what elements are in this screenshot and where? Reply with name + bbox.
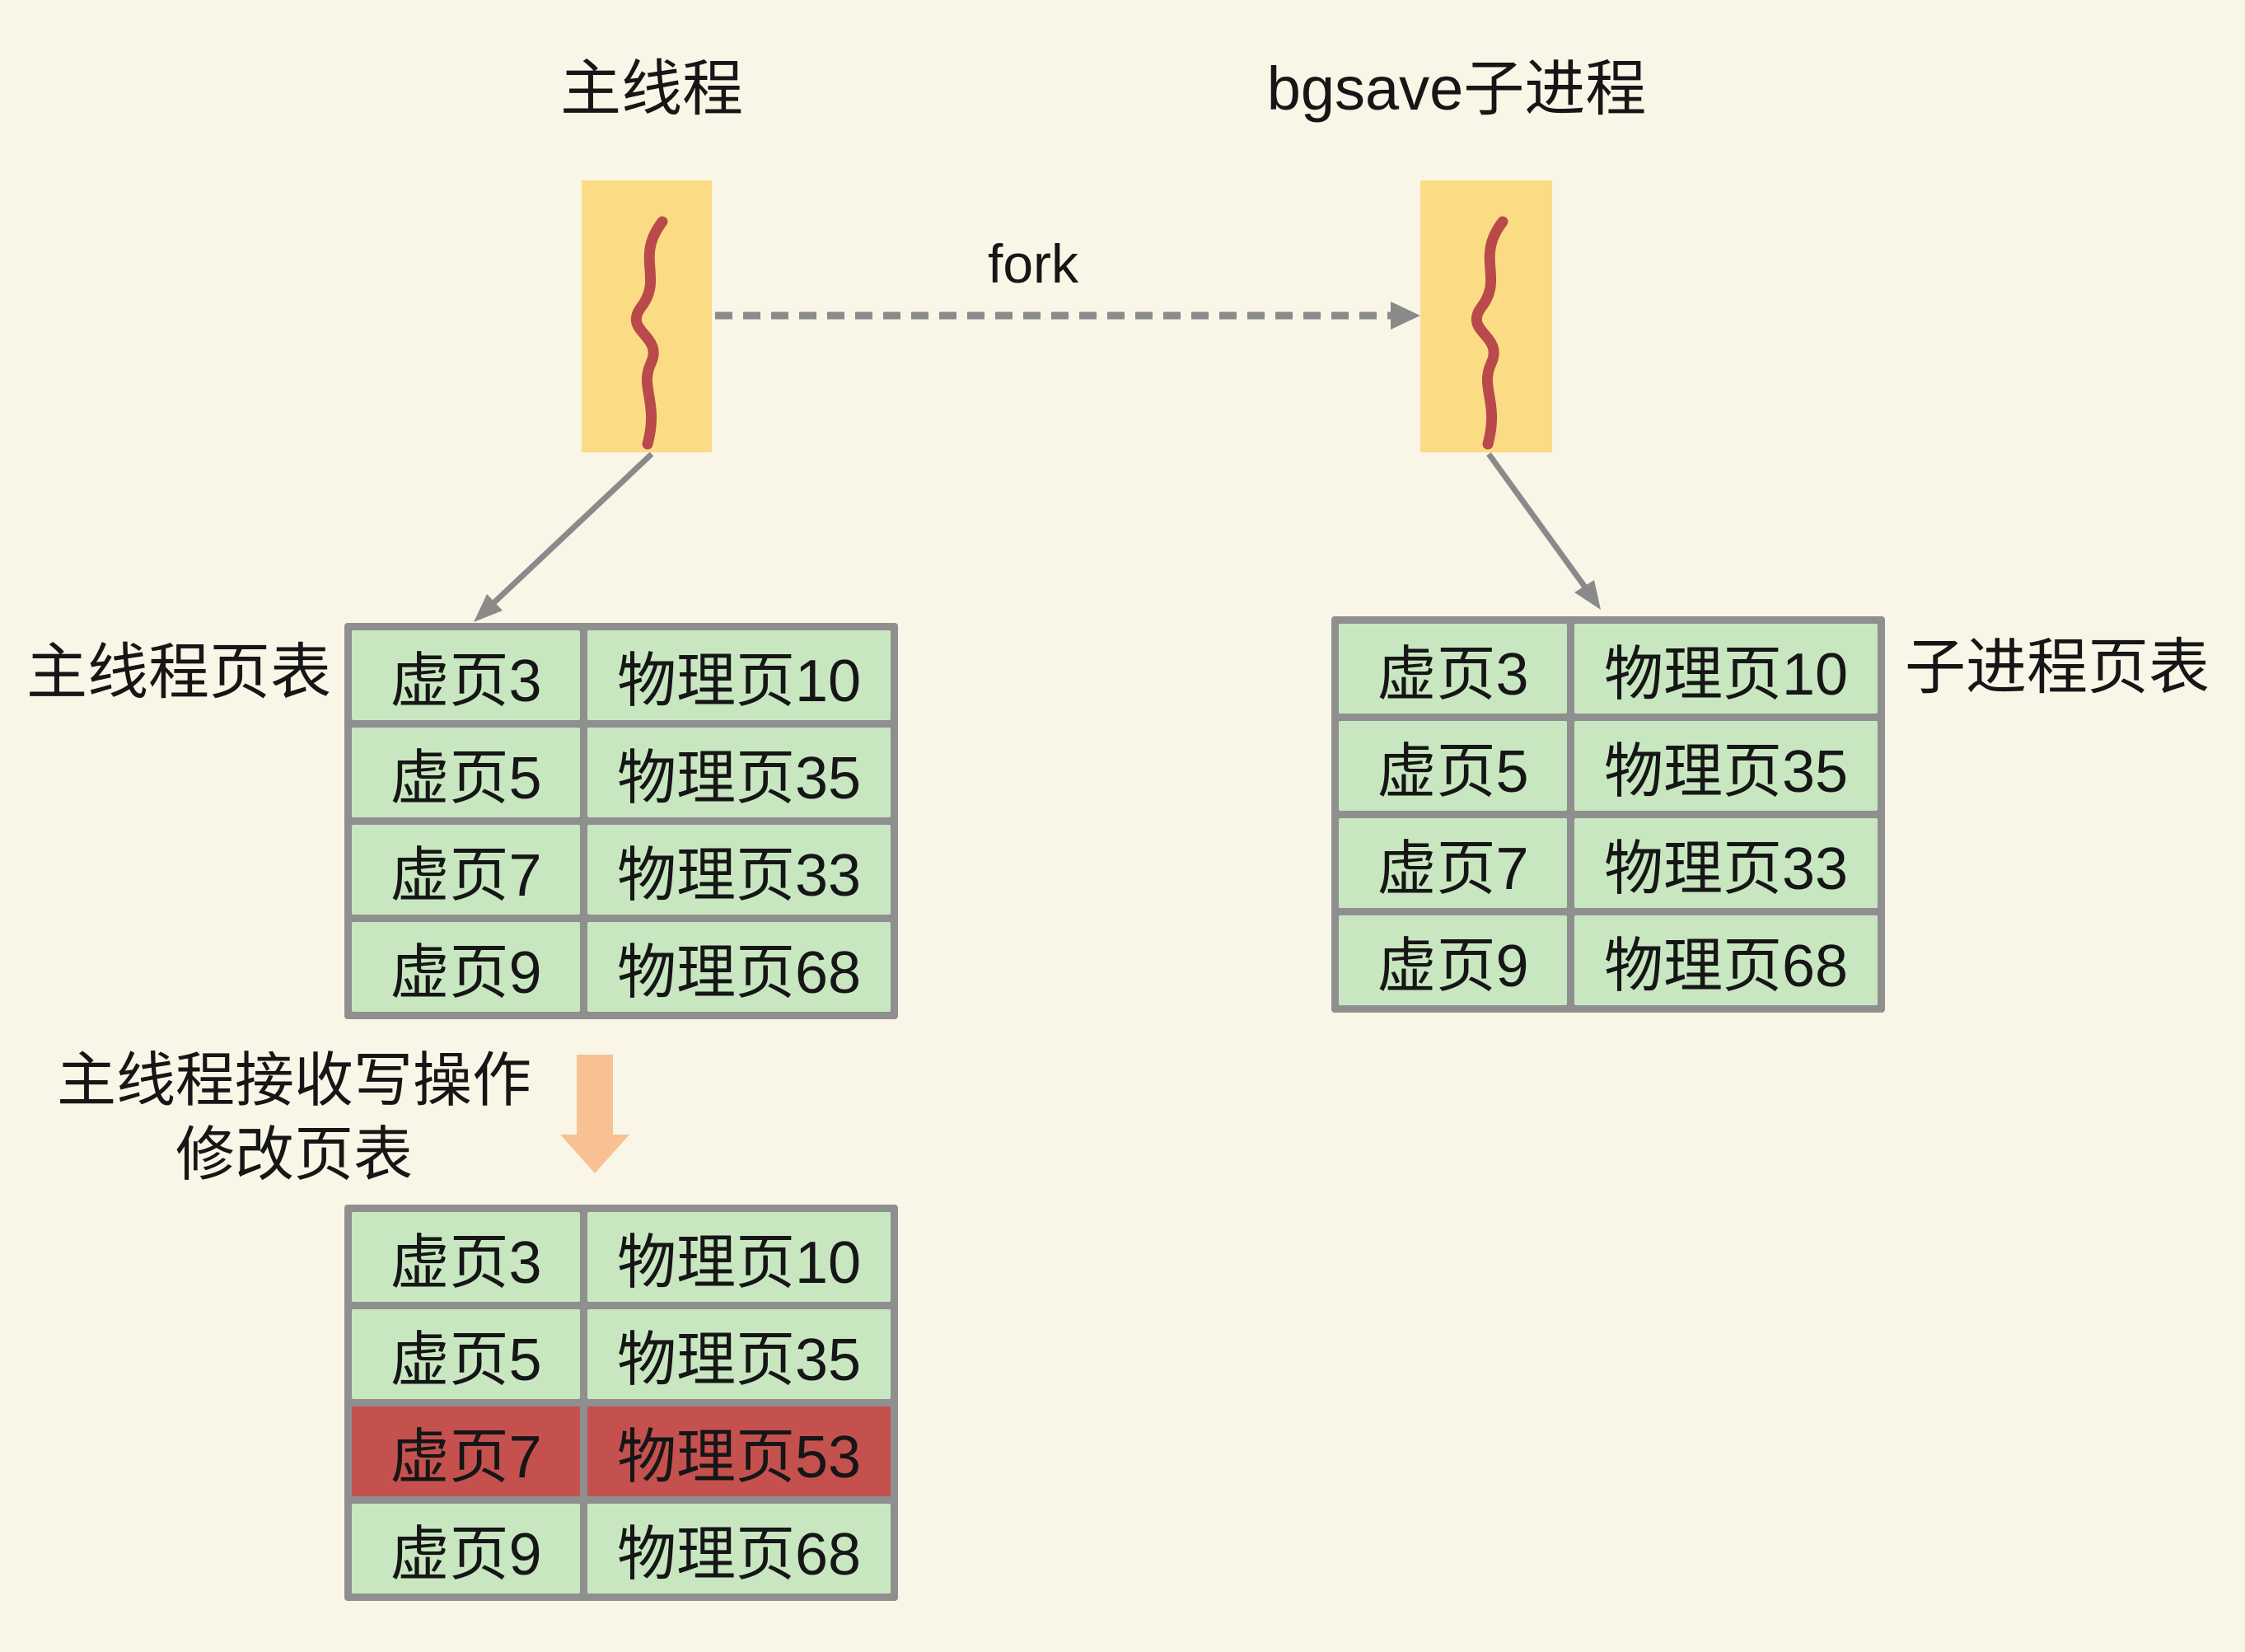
thread-squiggle-icon	[630, 216, 668, 450]
child-process-to-table-arrowhead-icon	[1574, 580, 1601, 610]
write-operation-down-arrow-icon	[560, 1055, 629, 1173]
virtual-page-cell: 虚页7	[352, 825, 580, 915]
bgsave-child-process-label: bgsave子进程	[1266, 54, 1647, 123]
physical-page-cell: 物理页35	[1574, 721, 1878, 811]
physical-page-cell: 物理页10	[587, 630, 891, 720]
main-thread-page-table: 虚页3 物理页10 虚页5 物理页35 虚页7 物理页33 虚页9 物理页68	[344, 623, 898, 1019]
physical-page-cell: 物理页33	[1574, 818, 1878, 908]
main-thread-process-box	[582, 180, 712, 452]
virtual-page-cell: 虚页5	[1339, 721, 1567, 811]
physical-page-cell: 物理页68	[587, 1504, 891, 1594]
main-thread-to-table-arrow-line	[492, 452, 654, 605]
thread-squiggle-icon	[1471, 216, 1508, 450]
virtual-page-cell: 虚页3	[352, 1212, 580, 1302]
write-note-line2: 修改页表	[175, 1122, 413, 1188]
write-note-line1: 主线程接收写操作	[56, 1048, 531, 1114]
child-process-to-table-arrow-line	[1486, 452, 1588, 591]
physical-page-cell: 物理页35	[587, 1309, 891, 1399]
virtual-page-cell: 虚页3	[1339, 624, 1567, 714]
modified-page-table: 虚页3 物理页10 虚页5 物理页35 虚页7 物理页53 虚页9 物理页68	[344, 1205, 898, 1601]
virtual-page-cell: 虚页5	[352, 1309, 580, 1399]
virtual-page-cell: 虚页9	[1339, 915, 1567, 1005]
physical-page-cell: 物理页10	[587, 1212, 891, 1302]
virtual-page-cell-highlighted: 虚页7	[352, 1406, 580, 1496]
virtual-page-cell: 虚页9	[352, 1504, 580, 1594]
main-thread-label: 主线程	[560, 54, 743, 123]
bgsave-child-process-box	[1420, 180, 1552, 452]
physical-page-cell: 物理页68	[587, 922, 891, 1012]
virtual-page-cell: 虚页5	[352, 728, 580, 817]
fork-arrowhead-icon	[1391, 302, 1420, 330]
virtual-page-cell: 虚页7	[1339, 818, 1567, 908]
physical-page-cell: 物理页35	[587, 728, 891, 817]
main-thread-to-table-arrowhead-icon	[474, 594, 503, 622]
fork-label: fork	[987, 233, 1079, 294]
virtual-page-cell: 虚页3	[352, 630, 580, 720]
write-operation-note: 主线程接收写操作 修改页表	[30, 1044, 558, 1192]
physical-page-cell-highlighted: 物理页53	[587, 1406, 891, 1496]
main-page-table-label: 主线程页表	[26, 638, 331, 706]
child-page-table-label: 子进程页表	[1905, 633, 2210, 701]
physical-page-cell: 物理页10	[1574, 624, 1878, 714]
virtual-page-cell: 虚页9	[352, 922, 580, 1012]
physical-page-cell: 物理页33	[587, 825, 891, 915]
child-process-page-table: 虚页3 物理页10 虚页5 物理页35 虚页7 物理页33 虚页9 物理页68	[1331, 616, 1885, 1013]
physical-page-cell: 物理页68	[1574, 915, 1878, 1005]
